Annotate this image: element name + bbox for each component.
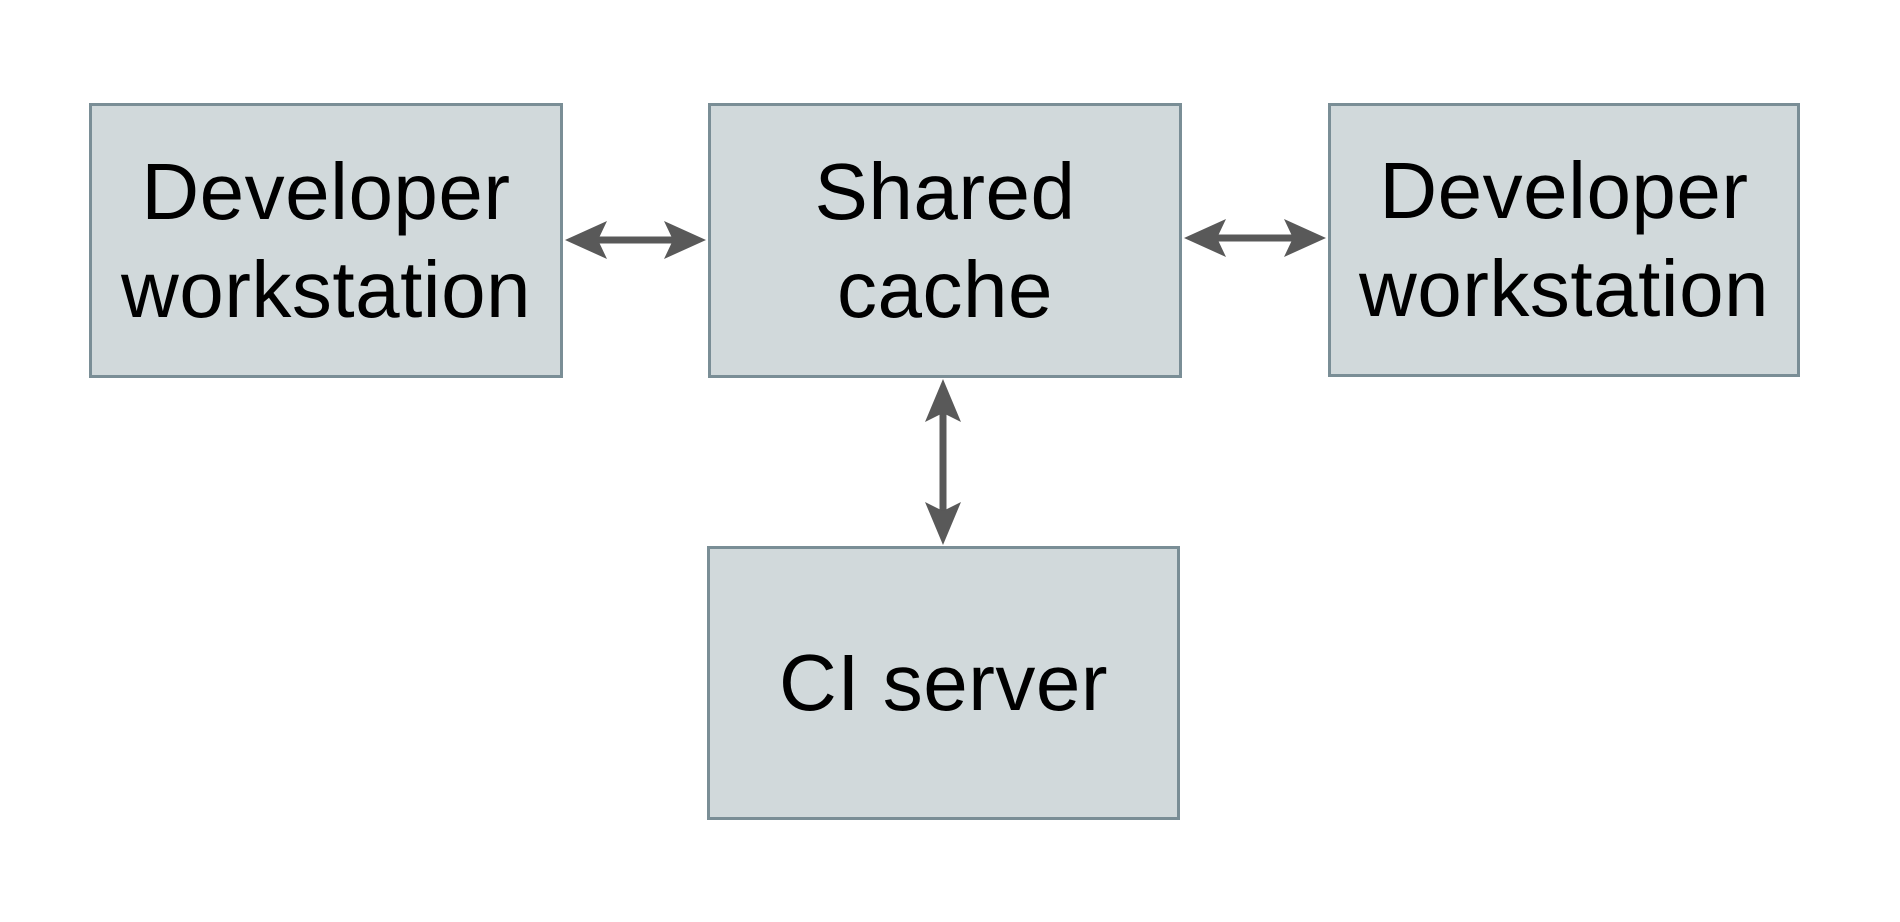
node-developer-workstation-right-label: Developer workstation bbox=[1358, 146, 1770, 333]
node-developer-workstation-left-label: Developer workstation bbox=[120, 146, 532, 334]
double-arrow-icon-cache-ci-server bbox=[925, 379, 961, 545]
node-shared-cache: Shared cache bbox=[708, 103, 1182, 378]
node-developer-workstation-right: Developer workstation bbox=[1328, 103, 1800, 377]
node-shared-cache-label: Shared cache bbox=[814, 146, 1076, 334]
node-developer-workstation-left: Developer workstation bbox=[89, 103, 563, 378]
node-ci-server: CI server bbox=[707, 546, 1180, 820]
double-arrow-icon-cache-workstation-right bbox=[1184, 219, 1326, 257]
double-arrow-icon-workstation-left-cache bbox=[565, 221, 706, 259]
node-ci-server-label: CI server bbox=[779, 638, 1108, 728]
